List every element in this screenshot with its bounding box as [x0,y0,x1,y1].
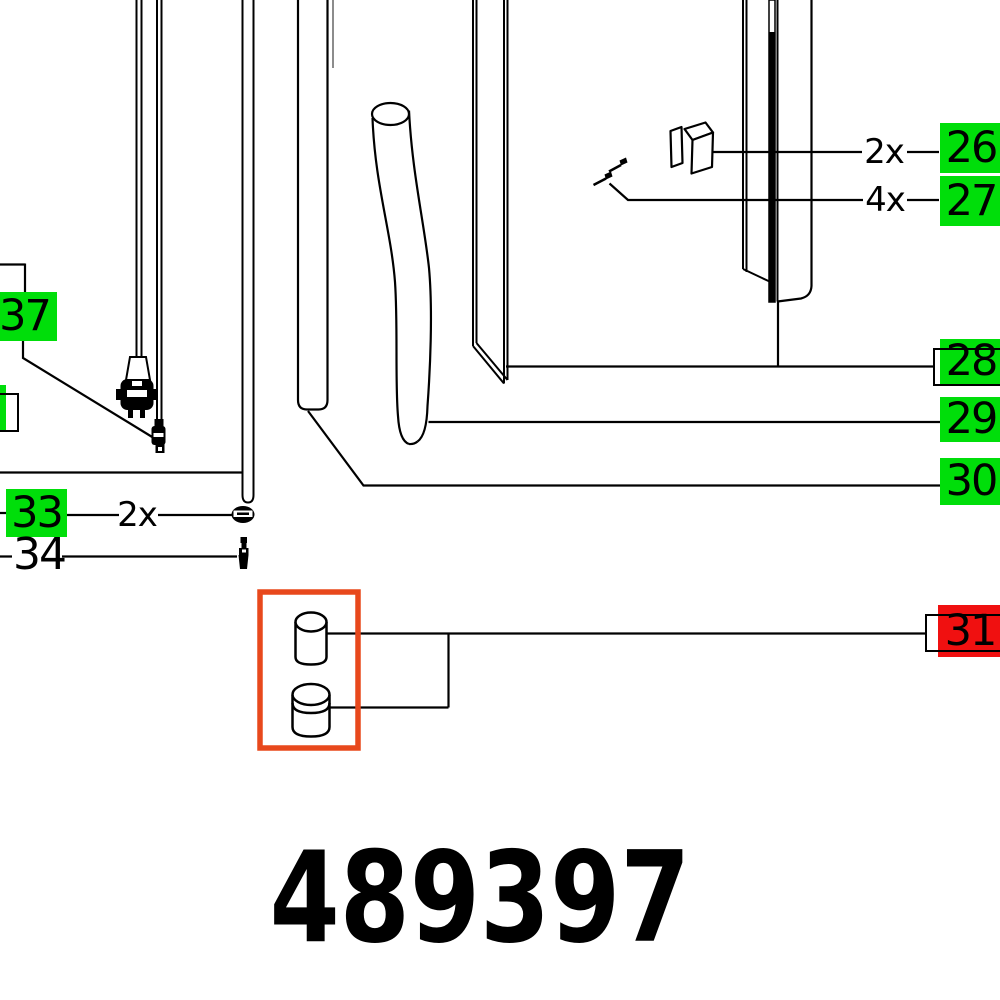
callout-33[interactable]: 33 [6,489,67,537]
leader-30 [307,410,940,487]
mounting-clip [669,121,715,175]
leader-27 [608,182,939,202]
screws [592,157,628,187]
roller-upper [294,611,328,666]
callout-34: 34 [13,529,67,580]
leader-28 [506,301,933,368]
qty-27: 4x [865,180,906,220]
leader-37-bracket [0,263,27,292]
power-plug [116,356,158,418]
rear-panels [742,0,813,303]
leader-37-diagonal [21,341,154,439]
side-panel [472,0,509,385]
highlight-selection-box [257,589,361,751]
screw-part-34 [238,537,249,569]
curved-hose [370,101,433,446]
callout-28[interactable]: 28 [940,339,1000,384]
roller-lower [291,682,331,738]
part-number: 489397 [269,824,691,971]
callout-partial-left-frame [0,393,19,432]
support-rod [241,0,255,504]
leader-33 [0,511,236,517]
power-cord-cable [135,0,143,357]
callout-28-frame [933,348,1000,386]
callout-29[interactable]: 29 [940,397,1000,442]
straight-tube [296,0,329,411]
leader-31 [327,632,926,709]
cord-clamp [231,506,255,523]
connector-cable [156,0,163,419]
callout-31-frame [925,614,1000,652]
leader-lines [0,150,940,709]
qty-26: 2x [864,132,905,172]
cable-connector [151,419,166,453]
callout-26[interactable]: 26 [940,123,1000,173]
qty-33: 2x [117,495,158,535]
callout-27[interactable]: 27 [940,176,1000,226]
callout-37[interactable]: 37 [0,292,57,341]
callout-partial-left[interactable] [0,385,6,430]
callout-30[interactable]: 30 [940,458,1000,505]
